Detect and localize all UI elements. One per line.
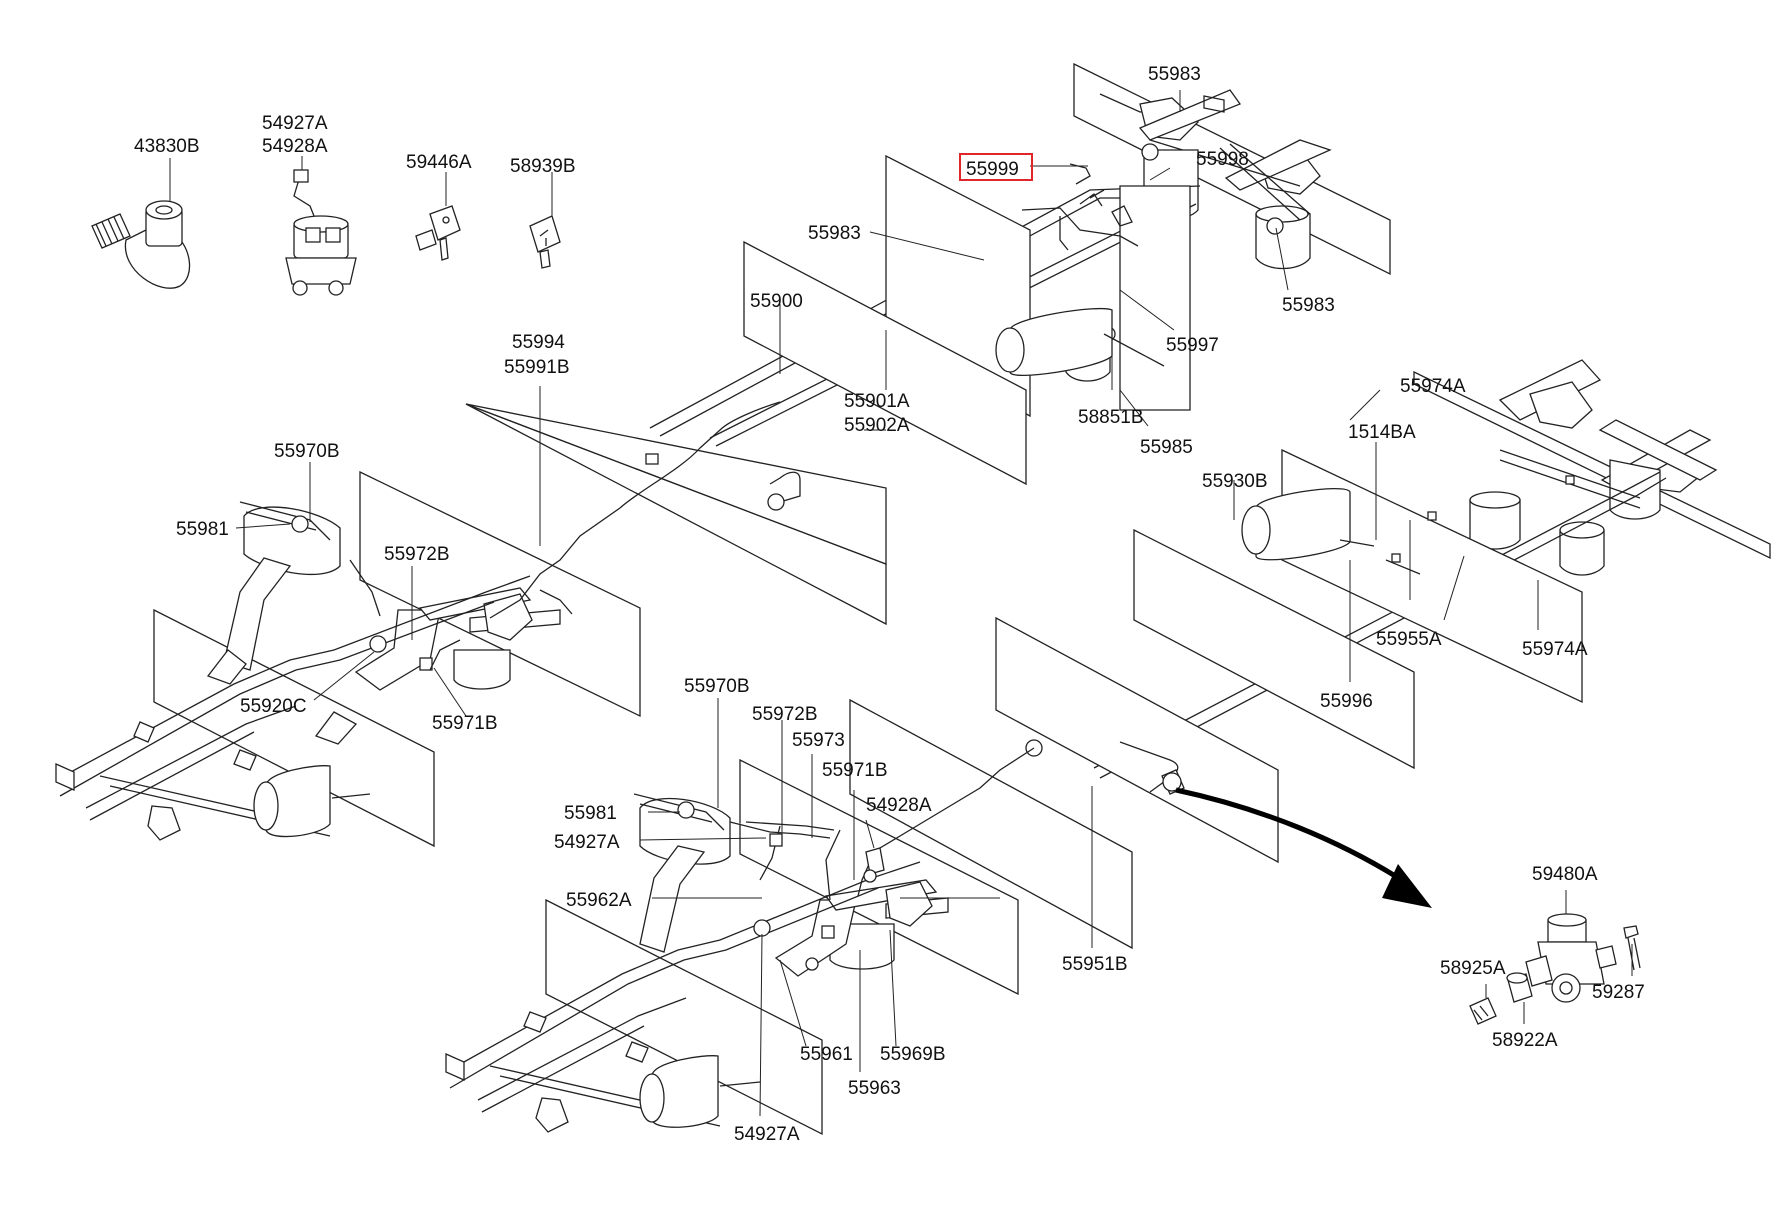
detail-arrow: [1175, 787, 1432, 908]
lower-front-axle: [545, 758, 1019, 1136]
label-55981-b[interactable]: 55981: [564, 803, 617, 824]
highlight-box-55999: [959, 153, 1033, 181]
label-55983-c[interactable]: 55983: [1282, 295, 1335, 316]
label-59287[interactable]: 59287: [1592, 982, 1645, 1003]
label-55971B-b[interactable]: 55971B: [822, 760, 888, 781]
label-59480A[interactable]: 59480A: [1532, 864, 1598, 885]
label-54927A-mid[interactable]: 54927A: [554, 832, 620, 853]
label-43830B[interactable]: 43830B: [134, 136, 200, 157]
label-55973[interactable]: 55973: [792, 730, 845, 751]
label-55972B-a[interactable]: 55972B: [384, 544, 450, 565]
valve-54927A-54928A: [285, 156, 357, 296]
label-55974A-b[interactable]: 55974A: [1522, 639, 1588, 660]
fitting-58922A: [1506, 972, 1533, 1024]
label-55963[interactable]: 55963: [848, 1078, 901, 1099]
lower-brake-lines: [677, 747, 1035, 971]
tee-59446A: [415, 172, 461, 261]
label-55930B[interactable]: 55930B: [1202, 471, 1268, 492]
label-55955A[interactable]: 55955A: [1376, 629, 1442, 650]
label-54927A-bot[interactable]: 54927A: [734, 1124, 800, 1145]
label-55902A[interactable]: 55902A: [844, 415, 910, 436]
label-55972B-b[interactable]: 55972B: [752, 704, 818, 725]
label-55971B-a[interactable]: 55971B: [432, 713, 498, 734]
label-55985[interactable]: 55985: [1140, 437, 1193, 458]
label-55983-a[interactable]: 55983: [1148, 64, 1201, 85]
label-55991B[interactable]: 55991B: [504, 357, 570, 378]
label-55994[interactable]: 55994: [512, 332, 565, 353]
leader-lines: [235, 90, 1539, 1117]
label-55997[interactable]: 55997: [1166, 335, 1219, 356]
upper-brake-lines: [619, 163, 1139, 511]
label-55901A[interactable]: 55901A: [844, 391, 910, 412]
right-frame-rails: [849, 448, 1667, 950]
label-55970B-a[interactable]: 55970B: [274, 441, 340, 462]
upper-frame-rails: [465, 143, 1311, 626]
label-54927A-top[interactable]: 54927A: [262, 113, 328, 134]
label-58922A[interactable]: 58922A: [1492, 1030, 1558, 1051]
left-frame-rails: [55, 575, 531, 841]
label-55962A[interactable]: 55962A: [566, 890, 632, 911]
label-58925A[interactable]: 58925A: [1440, 958, 1506, 979]
label-55970B-b[interactable]: 55970B: [684, 676, 750, 697]
label-55981-a[interactable]: 55981: [176, 519, 229, 540]
lower-frame-rails: [445, 861, 921, 1133]
label-54928A-top[interactable]: 54928A: [262, 136, 328, 157]
part-labels: 43830B 54927A 54928A 59446A 58939B 55983…: [134, 64, 1645, 1145]
bolt-59287: [1623, 925, 1641, 976]
label-55983-b[interactable]: 55983: [808, 223, 861, 244]
label-55996[interactable]: 55996: [1320, 691, 1373, 712]
fitting-43830B: [91, 158, 191, 289]
label-1514BA[interactable]: 1514BA: [1348, 422, 1416, 443]
left-brake-lines: [291, 507, 621, 671]
label-59446A[interactable]: 59446A: [406, 152, 472, 173]
fitting-58925A: [1469, 984, 1497, 1025]
label-55969B[interactable]: 55969B: [880, 1044, 946, 1065]
label-55998[interactable]: 55998: [1196, 149, 1249, 170]
label-54928A-mid[interactable]: 54928A: [866, 795, 932, 816]
label-55951B[interactable]: 55951B: [1062, 954, 1128, 975]
label-58939B[interactable]: 58939B: [510, 156, 576, 177]
label-55920C[interactable]: 55920C: [240, 696, 307, 717]
tee-58939B: [529, 172, 561, 269]
label-55900[interactable]: 55900: [750, 291, 803, 312]
label-55974A-a[interactable]: 55974A: [1400, 376, 1466, 397]
label-58851B[interactable]: 58851B: [1078, 407, 1144, 428]
valve-59480A: [1525, 890, 1617, 1003]
label-55999[interactable]: 55999: [966, 159, 1019, 180]
label-55961[interactable]: 55961: [800, 1044, 853, 1065]
left-front-axle: [153, 470, 641, 848]
